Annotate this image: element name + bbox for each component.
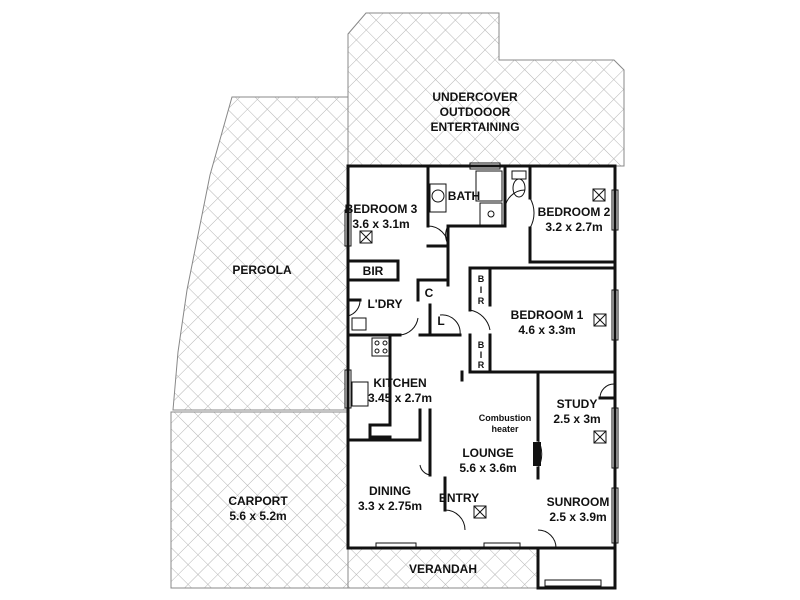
dining-size: 3.3 x 2.75m xyxy=(358,499,422,513)
bedroom3-label: BEDROOM 3 xyxy=(345,202,418,216)
kitchen-size: 3.45 x 2.7m xyxy=(368,391,432,405)
bir2-letter-r: R xyxy=(478,360,485,370)
entry-label: ENTRY xyxy=(439,491,479,505)
ceiling-fan-icon xyxy=(593,430,607,444)
verandah-label: VERANDAH xyxy=(409,562,477,576)
bir2-letter-i: I xyxy=(480,350,483,360)
carport-label: CARPORT xyxy=(228,494,288,508)
carport-area xyxy=(170,411,349,589)
pergola-area xyxy=(172,96,349,411)
study-label: STUDY xyxy=(557,397,598,411)
bedroom2-label: BEDROOM 2 xyxy=(538,205,611,219)
undercover-label-2: OUTDOOOR xyxy=(440,105,511,119)
laundry-label: L'DRY xyxy=(367,297,402,311)
undercover-label-1: UNDERCOVER xyxy=(432,90,518,104)
combustion-label-2: heater xyxy=(491,424,519,434)
linen-l-label: L xyxy=(437,314,444,328)
lounge-label: LOUNGE xyxy=(462,446,513,460)
pergola-label: PERGOLA xyxy=(232,263,292,277)
bir1-letter-r: R xyxy=(478,296,485,306)
bir-bedroom3-label: BIR xyxy=(363,264,384,278)
bir1-letter-i: I xyxy=(480,285,483,295)
ceiling-fan-icon xyxy=(359,230,373,244)
ceiling-fan-icon xyxy=(473,505,487,519)
room-labels: UNDERCOVER OUTDOOOR ENTERTAINING PERGOLA… xyxy=(228,90,610,576)
bath-label: BATH xyxy=(448,189,480,203)
fixtures xyxy=(347,170,615,549)
carport-size: 5.6 x 5.2m xyxy=(229,509,286,523)
linen-c-label: C xyxy=(425,286,434,300)
bedroom2-size: 3.2 x 2.7m xyxy=(545,220,602,234)
study-size: 2.5 x 3m xyxy=(553,412,600,426)
ceiling-fan-icon xyxy=(593,313,607,327)
ceiling-fan-icons xyxy=(359,188,607,519)
bir2-letter-b: B xyxy=(478,340,485,350)
lounge-size: 5.6 x 3.6m xyxy=(459,461,516,475)
bedroom1-label: BEDROOM 1 xyxy=(511,308,584,322)
dining-label: DINING xyxy=(369,484,411,498)
bedroom3-size: 3.6 x 3.1m xyxy=(352,217,409,231)
bir1-letter-b: B xyxy=(478,274,485,284)
walls xyxy=(346,164,617,590)
combustion-label-1: Combustion xyxy=(479,413,532,423)
ceiling-fan-icon xyxy=(592,188,606,202)
sunroom-label: SUNROOM xyxy=(547,495,610,509)
bedroom1-size: 4.6 x 3.3m xyxy=(518,323,575,337)
sunroom-size: 2.5 x 3.9m xyxy=(549,510,606,524)
undercover-label-3: ENTERTAINING xyxy=(430,120,519,134)
kitchen-label: KITCHEN xyxy=(373,376,426,390)
